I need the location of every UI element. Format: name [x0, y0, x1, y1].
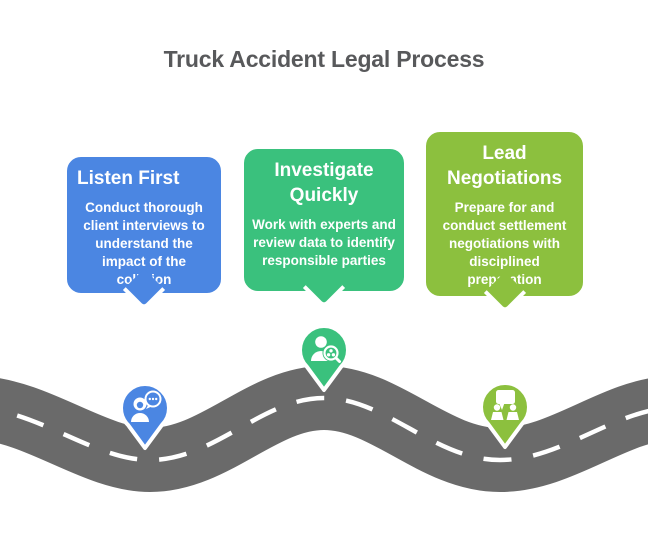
- map-pin-listen-first: [119, 382, 171, 450]
- road-graphic: [0, 310, 648, 539]
- road-svg: [0, 324, 648, 496]
- map-pin-lead-negotiations: [479, 381, 531, 449]
- step-card-description: Prepare for and conduct settlement negot…: [442, 200, 567, 287]
- step-card-title: Listen First: [77, 168, 180, 189]
- person-magnifier-icon: [311, 336, 341, 363]
- step-card-description: Conduct thorough client interviews to un…: [83, 200, 205, 287]
- step-card-description: Work with experts and review data to ide…: [252, 217, 396, 268]
- pin-shape: [479, 381, 531, 449]
- step-card-title: Lead Negotiations: [446, 143, 563, 189]
- map-pin-investigate-quickly: [298, 324, 350, 392]
- interview-chat-icon: [131, 390, 162, 422]
- negotiation-podiums-icon: [491, 390, 519, 420]
- speech-bubble-tail: [302, 266, 346, 310]
- road-center-dashes: [0, 395, 648, 463]
- step-card-investigate-quickly: Investigate Quickly Work with experts an…: [240, 145, 408, 310]
- step-card-title: Investigate Quickly: [274, 160, 374, 206]
- step-card-lead-negotiations: Lead Negotiations Prepare for and conduc…: [422, 128, 587, 315]
- step-card-listen-first: Listen First Conduct thorough client int…: [63, 153, 225, 312]
- page-title: Truck Accident Legal Process: [163, 46, 485, 72]
